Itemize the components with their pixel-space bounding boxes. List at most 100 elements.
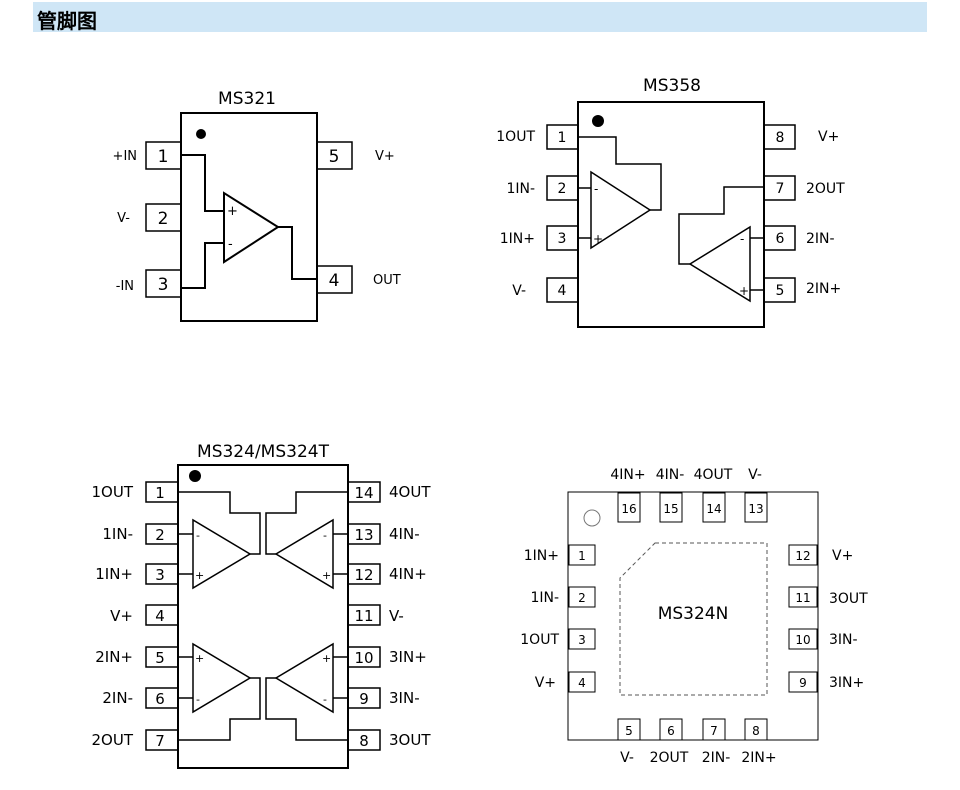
ms358-text: MS358 1 2 3 4 5 6 7 8 1OUT 1IN- 1IN+ V- … <box>496 76 845 299</box>
ms321-pin-label: V- <box>117 211 130 226</box>
ms358-pin1-dot <box>592 115 604 127</box>
ms324-pin-number: 2 <box>155 526 165 544</box>
ms324n-pin-label: V+ <box>535 675 556 691</box>
ms358-plus-sign: + <box>739 284 749 298</box>
ms324n-pad-14 <box>702 492 726 523</box>
ms324-plus-sign: + <box>195 569 204 582</box>
ms324-pin-label: 2IN- <box>102 689 133 707</box>
ms324-body <box>177 464 349 769</box>
ms324n-pin-number: 1 <box>578 549 586 563</box>
ms358-minus-sign: - <box>594 182 598 196</box>
ms324n-package <box>567 491 819 741</box>
section-header: 管脚图 <box>33 2 927 33</box>
ms324n-pad-13 <box>744 492 768 523</box>
ms358-pin-number: 6 <box>776 231 785 247</box>
ms324-pin-number: 7 <box>155 732 165 750</box>
section-title: 管脚图 <box>37 9 97 33</box>
ms324n-pad-11 <box>788 586 818 608</box>
ms358-opamp-1 <box>590 170 652 250</box>
ms324-wire-4out <box>265 491 348 555</box>
ms324n-pin-label: V+ <box>832 548 853 564</box>
ms358-pin-box-4 <box>546 277 579 303</box>
ms324n-pin-label: 4IN+ <box>610 467 645 483</box>
ms324n-body <box>567 491 819 741</box>
ms321-pin-label: -IN <box>116 279 134 294</box>
ms324-pin-label: 3IN+ <box>389 648 427 666</box>
ms324-pin1-dot <box>189 470 201 482</box>
ms324-minus-sign: - <box>196 529 200 542</box>
ms321-pin-number: 1 <box>158 147 169 167</box>
ms321-pin1-dot <box>196 129 206 139</box>
ms324-pin-number: 8 <box>359 732 369 750</box>
ms324-pin-label: 4OUT <box>389 483 431 501</box>
ms324n-pin-number: 4 <box>578 676 586 690</box>
ms324-pin-number: 13 <box>354 526 373 544</box>
ms324n-pin-label: 4IN- <box>656 467 685 483</box>
ms358-pin-number: 3 <box>558 231 567 247</box>
ms358-body <box>577 101 765 328</box>
ms358-pin-box-7 <box>763 175 796 201</box>
ms324-pin-label: 1IN+ <box>95 565 133 583</box>
ms324n-pad-1 <box>568 544 596 566</box>
ms358-plus-sign: + <box>593 232 603 246</box>
ms324-pin-number: 9 <box>359 690 369 708</box>
ms324n-pad-9 <box>788 671 818 693</box>
ms321-wire-in-plus <box>181 154 224 212</box>
ms324-pin-label: 3OUT <box>389 731 431 749</box>
ms324-wire-3out <box>265 677 348 741</box>
ms358-pin-label: 2OUT <box>806 181 845 197</box>
ms324-pin-box-4 <box>145 604 179 626</box>
ms324-pin-label: 3IN- <box>389 689 420 707</box>
ms358-wire-2out <box>678 186 764 265</box>
ms324-pin-label: 2IN+ <box>95 648 133 666</box>
ms324-text: MS324/MS324T 1 2 3 4 5 6 7 8 9 10 11 12 … <box>92 442 432 750</box>
ms324-pin-label: V+ <box>110 607 133 625</box>
ms358-pin-box-8 <box>763 124 796 150</box>
ms324-pin-label: 4IN- <box>389 525 420 543</box>
ms321-opamp <box>223 191 280 264</box>
ms324n-pin-number: 12 <box>795 549 810 563</box>
ms358-pin-label: 2IN- <box>806 231 835 247</box>
ms324n-pin-number: 7 <box>710 724 718 738</box>
ms324n-pin-number: 5 <box>625 724 633 738</box>
ms321-text: MS321 1 2 3 4 5 +IN V- -IN OUT V+ + - <box>113 89 401 295</box>
ms321-wire-out <box>278 226 317 280</box>
ms358-pin-number: 1 <box>558 130 567 146</box>
ms324-wire-1out <box>178 491 261 555</box>
ms324-pin-number: 1 <box>155 484 165 502</box>
ms358-pin-label: V- <box>512 283 526 299</box>
ms324n-pin-number: 13 <box>748 502 763 516</box>
ms324n-pin-number: 8 <box>752 724 760 738</box>
ms324-pin-label: 2OUT <box>92 731 134 749</box>
ms324n-pin-label: 2IN- <box>702 750 731 766</box>
ms321-pin-box-2 <box>145 203 182 232</box>
ms324-pin-number: 10 <box>354 649 373 667</box>
ms324-title: MS324/MS324T <box>197 442 330 462</box>
ms324n-exposed-pad <box>619 542 768 696</box>
ms324n-pin-label: V- <box>620 750 634 766</box>
ms324n-pin-number: 10 <box>795 633 810 647</box>
ms324n-pin-label: 3IN- <box>829 632 858 648</box>
ms358-opamp-2 <box>688 225 751 303</box>
ms324n-pad-7 <box>702 718 726 741</box>
ms358-pin-label: 2IN+ <box>806 281 841 297</box>
ms324n-pad-16 <box>617 492 641 523</box>
ms324-package <box>145 464 381 769</box>
ms324-wire-2out <box>178 677 261 741</box>
ms324-opamp-2 <box>192 642 252 714</box>
ms321-package <box>145 112 353 322</box>
ms321-pin-number: 4 <box>329 271 340 291</box>
ms321-pin-box-5 <box>316 141 353 170</box>
ms324-minus-sign: - <box>323 529 327 542</box>
ms324n-pin-label: 1IN+ <box>524 548 559 564</box>
ms324n-pin-number: 9 <box>799 676 807 690</box>
ms324n-pad-10 <box>788 628 818 650</box>
ms324n-pin-label: 4OUT <box>694 467 733 483</box>
ms321-pin-box-3 <box>145 269 182 298</box>
ms324-pin-number: 4 <box>155 607 165 625</box>
ms324n-pin-number: 2 <box>578 591 586 605</box>
ms321-pin-number: 3 <box>158 275 169 295</box>
ms321-pin-label: OUT <box>373 273 401 288</box>
ms358-minus-sign: - <box>740 232 744 246</box>
